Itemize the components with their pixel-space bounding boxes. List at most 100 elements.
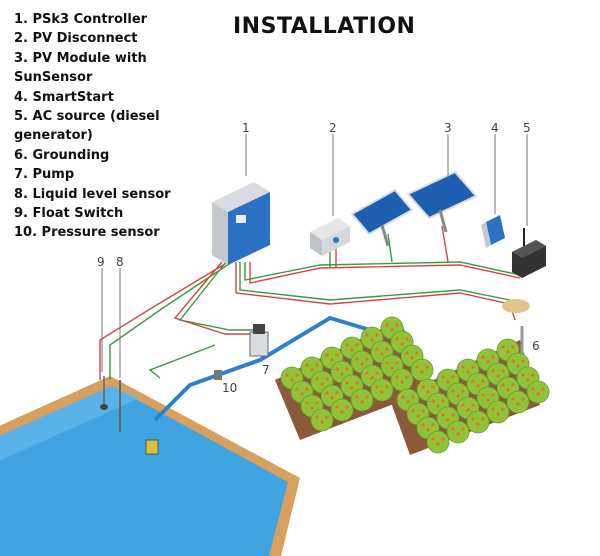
fruit (305, 363, 309, 367)
fruit (410, 356, 414, 360)
callout-8: 8 (116, 255, 124, 269)
fruit (345, 405, 349, 409)
fruit (501, 369, 505, 373)
fruit (441, 375, 445, 379)
fruit (320, 382, 324, 386)
fruit (375, 347, 379, 351)
fruit (401, 395, 405, 399)
fruit (471, 365, 475, 369)
fruit (360, 362, 364, 366)
fruit (385, 347, 389, 351)
fruit (511, 383, 515, 387)
legend-item: 9. Float Switch (14, 206, 124, 222)
fruit (365, 357, 369, 361)
fruit (431, 399, 435, 403)
fruit (325, 353, 329, 357)
callout-3: 3 (444, 121, 452, 135)
fruit (421, 385, 425, 389)
fruit (300, 392, 304, 396)
fruit (355, 343, 359, 347)
fruit (395, 361, 399, 365)
fruit (375, 385, 379, 389)
fruit (501, 345, 505, 349)
tree (330, 398, 354, 422)
fruit (476, 384, 480, 388)
fruit (345, 367, 349, 371)
fruit (541, 387, 545, 391)
fruit (375, 371, 379, 375)
pv-module-right (406, 170, 478, 233)
fruit (355, 395, 359, 399)
fruit (290, 378, 294, 382)
generator-unit (512, 228, 546, 278)
pv-module-left (350, 188, 414, 247)
fruit (466, 370, 470, 374)
fruit (335, 405, 339, 409)
page-title: INSTALLATION (233, 14, 416, 39)
fruit (335, 353, 339, 357)
fruit (491, 369, 495, 373)
fruit (441, 437, 445, 441)
fruit (516, 402, 520, 406)
fruit (481, 355, 485, 359)
fruit (411, 409, 415, 413)
tree (390, 368, 414, 392)
fruit (496, 374, 500, 378)
fruit (486, 398, 490, 402)
fruit (305, 387, 309, 391)
fruit (441, 399, 445, 403)
callout-5: 5 (523, 121, 531, 135)
water-reservoir (0, 376, 300, 556)
fruit (405, 351, 409, 355)
fruit (350, 348, 354, 352)
tree (310, 408, 334, 432)
fruit (461, 403, 465, 407)
fruit (431, 385, 435, 389)
fruit (315, 377, 319, 381)
fruit (521, 397, 525, 401)
fruit (365, 371, 369, 375)
fruit (531, 387, 535, 391)
fruit (310, 406, 314, 410)
fruit (405, 375, 409, 379)
fruit (345, 343, 349, 347)
fruit (370, 338, 374, 342)
fruit (345, 381, 349, 385)
orchard-trees (280, 316, 550, 454)
fruit (380, 352, 384, 356)
fruit (461, 365, 465, 369)
pressure-sensor (214, 370, 222, 380)
fruit (501, 383, 505, 387)
fruit (285, 373, 289, 377)
fruit (335, 391, 339, 395)
fruit (496, 412, 500, 416)
fruit (325, 377, 329, 381)
fruit (521, 373, 525, 377)
fruit (456, 432, 460, 436)
fruit (476, 422, 480, 426)
fruit (456, 394, 460, 398)
fruit (375, 333, 379, 337)
callout-6: 6 (532, 339, 540, 353)
fruit (390, 328, 394, 332)
fruit (335, 367, 339, 371)
fruit (385, 323, 389, 327)
fruit (380, 390, 384, 394)
fruit (516, 364, 520, 368)
legend-item: 3. PV Module with (14, 50, 147, 66)
callout-2: 2 (329, 121, 337, 135)
fruit (511, 345, 515, 349)
fruit (325, 391, 329, 395)
controller-unit (212, 182, 270, 265)
fruit (295, 387, 299, 391)
fruit (501, 407, 505, 411)
fruit (415, 365, 419, 369)
fruit (340, 372, 344, 376)
fruit (451, 413, 455, 417)
fruit (451, 389, 455, 393)
fruit (511, 397, 515, 401)
fruit (415, 351, 419, 355)
fruit (426, 428, 430, 432)
fruit (461, 389, 465, 393)
